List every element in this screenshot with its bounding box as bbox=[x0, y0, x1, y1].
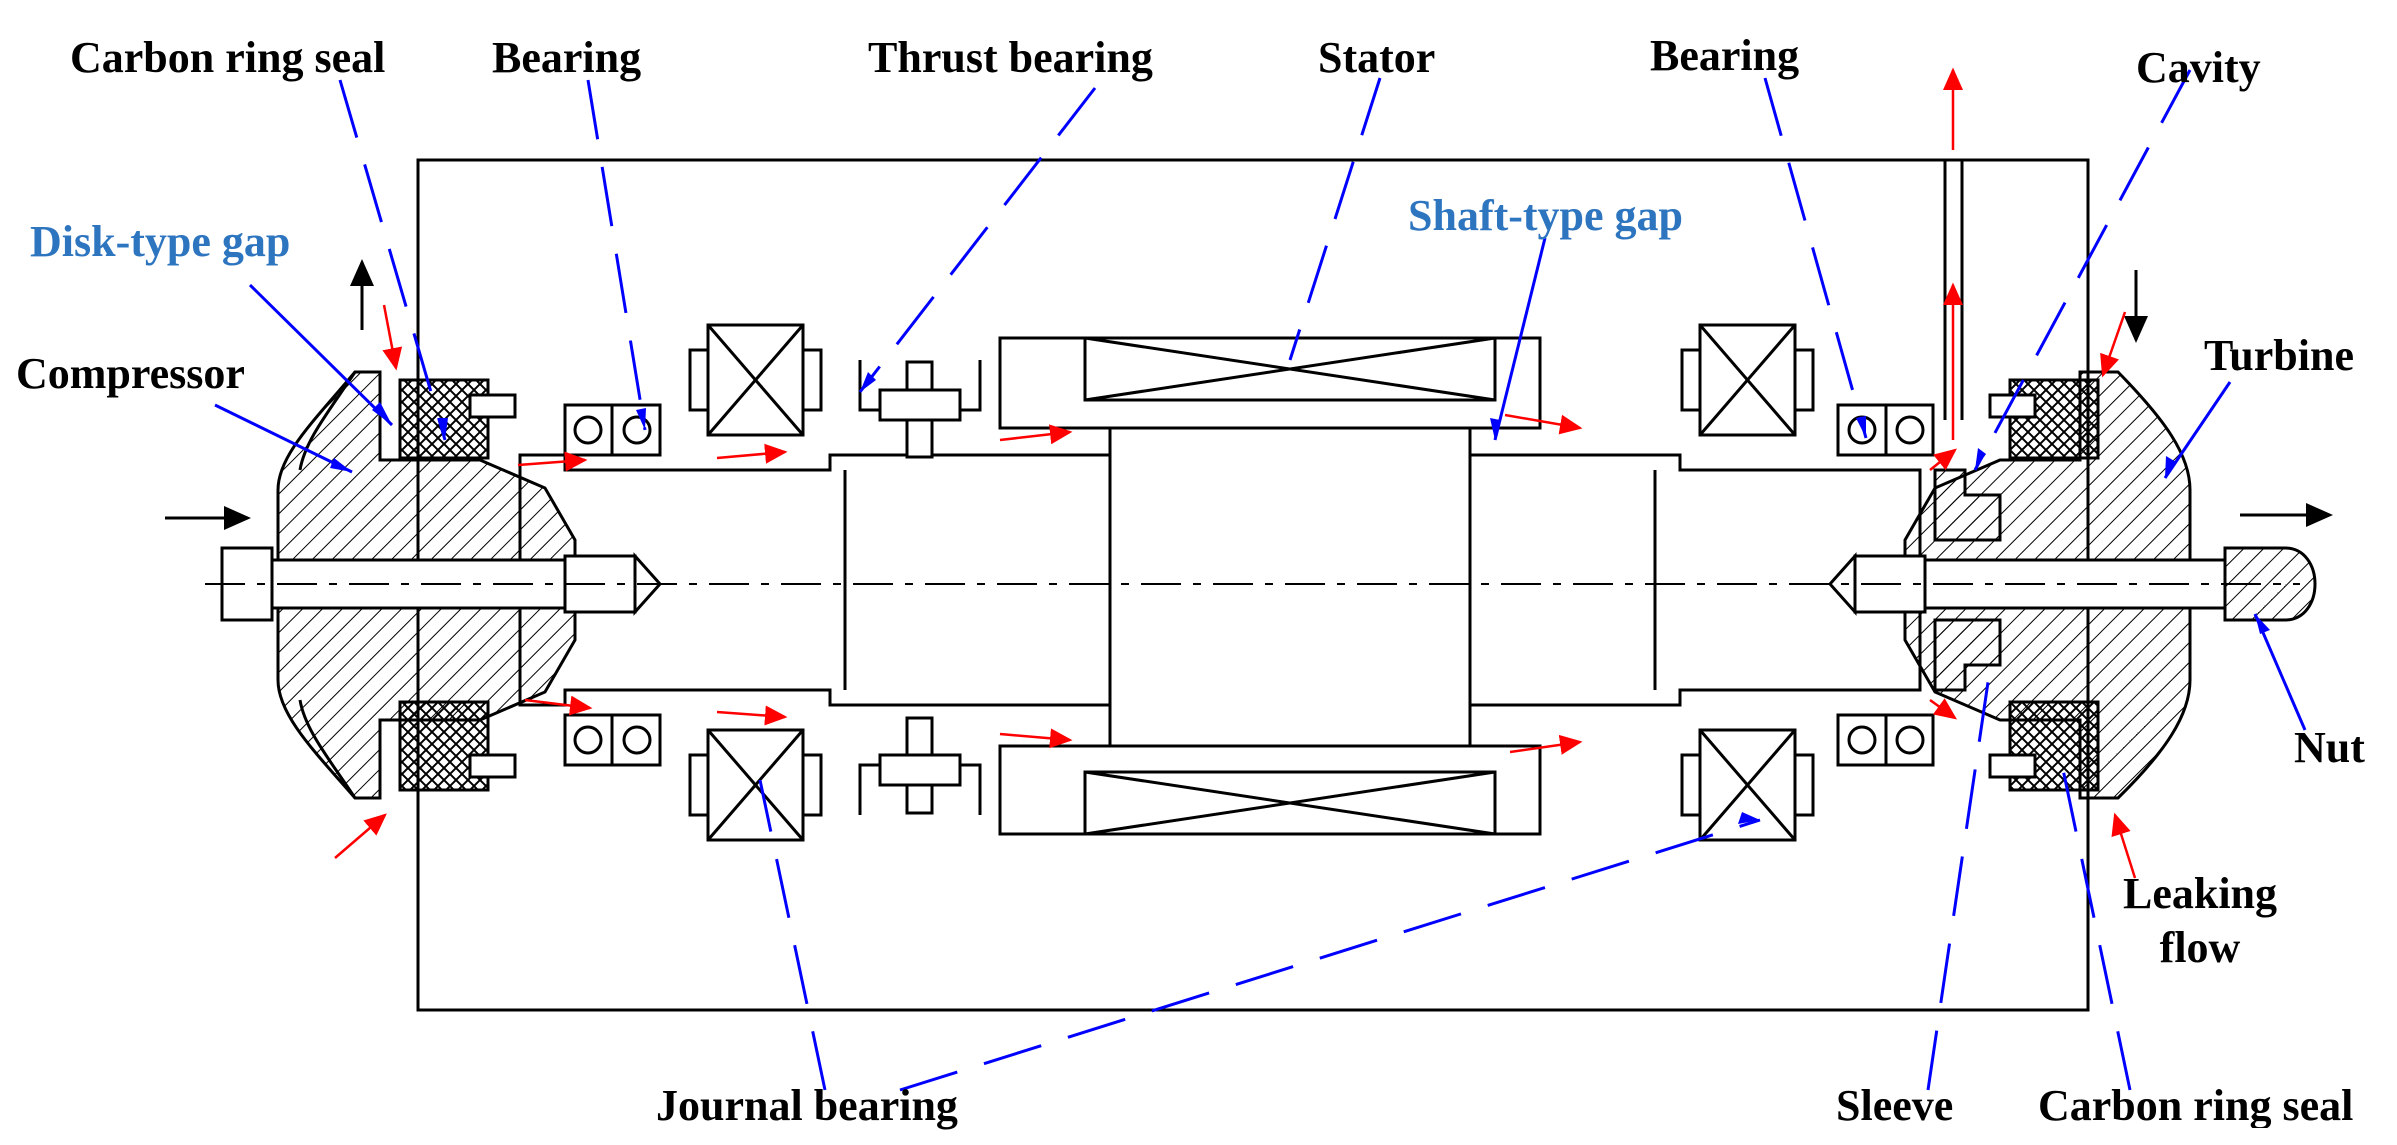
stator-bottom bbox=[998, 744, 1542, 836]
label-turbine: Turbine bbox=[2204, 331, 2355, 380]
label-nut: Nut bbox=[2294, 723, 2365, 772]
journal-bearing-bottom-right bbox=[1680, 728, 1815, 842]
thrust-bearing bbox=[858, 360, 982, 815]
label-stator: Stator bbox=[1318, 33, 1436, 82]
label-bearing-left: Bearing bbox=[492, 33, 642, 82]
label-compressor: Compressor bbox=[16, 349, 245, 398]
label-carbon-ring-seal-right: Carbon ring seal bbox=[2038, 1084, 2354, 1128]
label-shaft-type-gap: Shaft-type gap bbox=[1408, 191, 1684, 240]
ball-bearing-top-left bbox=[563, 403, 662, 457]
label-bearing-right: Bearing bbox=[1650, 31, 1800, 80]
label-thrust-bearing: Thrust bearing bbox=[868, 33, 1153, 82]
label-leaking-flow: Leaking flow bbox=[2110, 872, 2290, 970]
compressor-blade-bottom bbox=[298, 699, 357, 799]
label-leaking-flow-line2: flow bbox=[2159, 923, 2241, 972]
compressor-blade-top bbox=[298, 371, 357, 471]
journal-bearing-top-left bbox=[688, 323, 823, 437]
rotor-core bbox=[1108, 426, 1472, 748]
label-sleeve: Sleeve bbox=[1836, 1081, 1954, 1130]
label-disk-type-gap: Disk-type gap bbox=[30, 217, 291, 266]
stator-top bbox=[998, 336, 1542, 430]
carbon-ring-seal-right bbox=[1988, 378, 2100, 792]
leak-flow-arrows bbox=[334, 67, 2137, 879]
ball-bearing-bottom-right bbox=[1836, 713, 1935, 767]
label-journal-bearing: Journal bearing bbox=[656, 1081, 958, 1130]
ball-bearing-top-right bbox=[1836, 403, 1935, 457]
journal-bearing-bottom-left bbox=[688, 728, 823, 842]
label-cavity: Cavity bbox=[2136, 43, 2261, 92]
journal-bearing-top-right bbox=[1680, 323, 1815, 437]
label-carbon-ring-seal-left: Carbon ring seal bbox=[70, 33, 386, 82]
ball-bearing-bottom-left bbox=[563, 713, 662, 767]
leader-arrowheads bbox=[330, 372, 2270, 824]
sleeve bbox=[1933, 468, 2002, 692]
label-leaking-flow-line1: Leaking bbox=[2122, 869, 2278, 918]
leader-lines bbox=[214, 69, 2307, 1092]
